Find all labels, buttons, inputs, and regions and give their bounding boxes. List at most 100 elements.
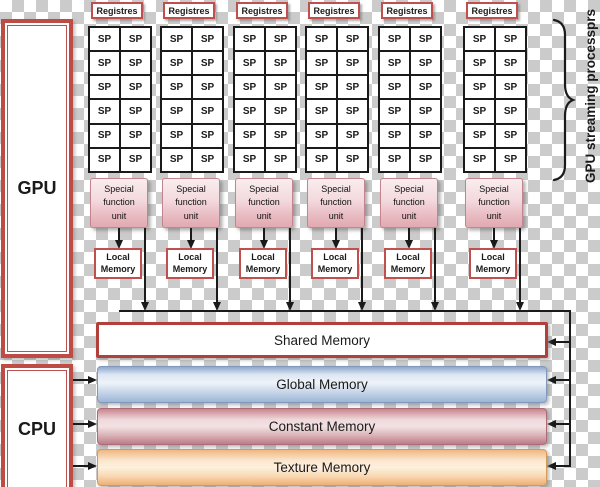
shared-memory-bar: Shared Memory <box>96 322 548 358</box>
sp-cell: SP <box>89 123 120 148</box>
bus-to-memory-arrowhead <box>547 376 556 384</box>
sp-cell: SP <box>120 147 151 172</box>
sp-cell: SP <box>306 99 337 124</box>
cpu-label: CPU <box>7 370 67 487</box>
sfu-line: unit <box>111 210 127 221</box>
bus-to-memory-arrow-line <box>555 341 571 343</box>
sfu-line: Special <box>249 183 279 194</box>
sp-cell: SP <box>379 123 410 148</box>
sp-cell: SP <box>120 123 151 148</box>
sp-cell: SP <box>337 123 368 148</box>
sp-cell: SP <box>379 51 410 76</box>
sfu-line: Special <box>394 183 424 194</box>
column-to-bus-line <box>144 228 146 303</box>
sp-cell: SP <box>265 99 296 124</box>
sp-cell: SP <box>464 75 495 100</box>
sp-cell: SP <box>120 27 151 52</box>
column-to-bus-arrowhead <box>286 302 294 311</box>
sp-cell: SP <box>306 123 337 148</box>
sp-cell: SP <box>89 51 120 76</box>
column-to-bus-line <box>289 228 291 303</box>
global-memory-label: Global Memory <box>276 377 368 392</box>
sp-cell: SP <box>265 75 296 100</box>
sp-cell: SP <box>464 51 495 76</box>
sp-cell: SP <box>306 27 337 52</box>
column-to-bus-line <box>216 228 218 303</box>
cpu-to-memory-arrowhead <box>88 420 97 428</box>
sfu-line: function <box>393 197 425 208</box>
bus-to-memory-arrow-line <box>555 423 571 425</box>
sfu-to-local-arrowhead <box>405 240 413 249</box>
special-function-unit: Special function unit <box>465 178 523 228</box>
sfu-line: unit <box>486 210 502 221</box>
local-memory-line: Memory <box>100 263 136 274</box>
local-memory-line: Memory <box>390 263 426 274</box>
sp-cell: SP <box>306 147 337 172</box>
cpu-block: CPU <box>1 364 73 487</box>
sp-cell: SP <box>265 27 296 52</box>
sp-cell: SP <box>89 27 120 52</box>
sp-cell: SP <box>120 99 151 124</box>
sfu-to-local-arrow-line <box>263 228 265 241</box>
column-to-bus-line <box>434 228 436 303</box>
column-to-bus-arrowhead <box>141 302 149 311</box>
sp-cell: SP <box>495 147 526 172</box>
texture-memory-label: Texture Memory <box>273 460 371 475</box>
registers-box: Registres <box>163 2 215 19</box>
local-memory-line: Local <box>396 251 420 262</box>
sp-cell: SP <box>464 27 495 52</box>
column-to-bus-line <box>519 228 521 303</box>
sp-cell: SP <box>337 51 368 76</box>
sp-cell: SP <box>161 123 192 148</box>
sp-cell: SP <box>192 51 223 76</box>
registers-box: Registres <box>236 2 288 19</box>
sfu-to-local-arrow-line <box>118 228 120 241</box>
bus-to-memory-arrow-line <box>555 465 571 467</box>
sp-cell: SP <box>410 147 441 172</box>
sfu-line: Special <box>104 183 134 194</box>
sp-cell: SP <box>495 123 526 148</box>
sp-cell: SP <box>464 147 495 172</box>
sp-cell: SP <box>234 147 265 172</box>
sp-cell: SP <box>464 99 495 124</box>
sp-cell: SP <box>89 147 120 172</box>
constant-memory-label: Constant Memory <box>268 419 376 434</box>
local-memory-line: Memory <box>172 263 208 274</box>
sp-cell: SP <box>234 51 265 76</box>
local-memory-line: Local <box>481 251 505 262</box>
sp-cell: SP <box>234 27 265 52</box>
sp-cell: SP <box>234 75 265 100</box>
sfu-line: function <box>478 197 510 208</box>
sp-cell: SP <box>161 99 192 124</box>
sp-cell: SP <box>495 51 526 76</box>
cpu-to-memory-arrowhead <box>88 376 97 384</box>
sp-cell: SP <box>379 75 410 100</box>
bus-to-memory-arrowhead <box>547 338 556 346</box>
column-to-bus-arrowhead <box>516 302 524 311</box>
sp-cell: SP <box>410 27 441 52</box>
sfu-to-local-arrowhead <box>260 240 268 249</box>
sp-cell: SP <box>89 75 120 100</box>
sp-cell: SP <box>337 27 368 52</box>
sfu-line: Special <box>176 183 206 194</box>
sfu-line: function <box>248 197 280 208</box>
global-memory-bar: Global Memory <box>97 366 547 403</box>
sp-cell: SP <box>337 147 368 172</box>
local-memory-line: Local <box>251 251 275 262</box>
sp-cell: SP <box>234 99 265 124</box>
sfu-to-local-arrowhead <box>115 240 123 249</box>
column-to-bus-arrowhead <box>431 302 439 311</box>
local-memory-line: Local <box>178 251 202 262</box>
sfu-line: Special <box>479 183 509 194</box>
